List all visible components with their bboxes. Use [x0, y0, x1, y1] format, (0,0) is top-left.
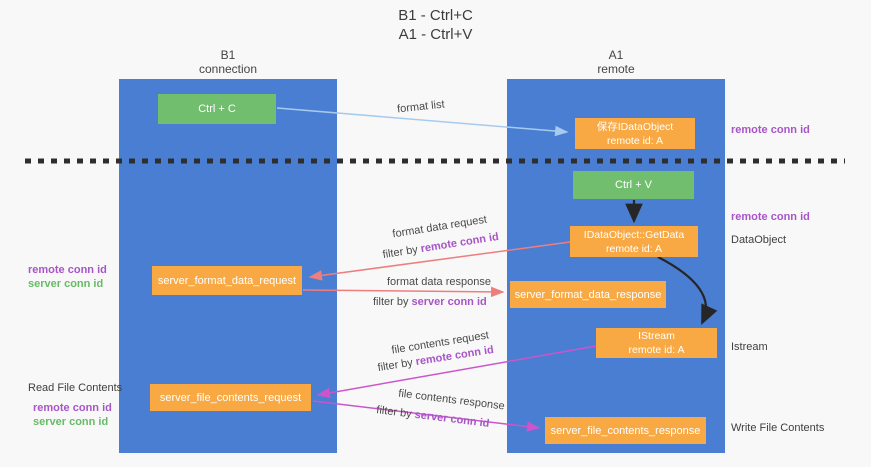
left-remote-conn-id-label-1: remote conn id [28, 264, 107, 276]
filter-by-text: filter by [376, 356, 414, 375]
column-b1-subtitle: connection [198, 62, 258, 76]
format-data-response-annotation: format data response [387, 276, 491, 288]
save-idataobject-line2: remote id: A [606, 134, 664, 147]
idataobject-getdata-box: IDataObject::GetData remote id: A [570, 226, 698, 257]
getdata-line1: IDataObject::GetData [583, 228, 685, 241]
server-conn-id-highlight: server conn id [411, 296, 487, 308]
write-file-contents-label: Write File Contents [731, 422, 825, 434]
column-b1-name: B1 [220, 48, 236, 62]
server-file-contents-request-box: server_file_contents_request [150, 384, 311, 411]
column-header-b1: B1 connection [119, 48, 337, 76]
save-idataobject-line1: 保存IDataObject [596, 120, 674, 133]
left-remote-conn-id-label-2: remote conn id [33, 402, 112, 414]
read-file-contents-label: Read File Contents [28, 382, 123, 394]
left-server-conn-id-label-2: server conn id [33, 416, 109, 428]
server-file-contents-response-box: server_file_contents_response [545, 417, 706, 444]
getdata-line2: remote id: A [605, 242, 663, 255]
server-format-data-request-box: server_format_data_request [152, 266, 302, 295]
server-conn-id-highlight: server conn id [413, 408, 491, 430]
title-line-a1: A1 - Ctrl+V [398, 26, 473, 43]
column-header-a1: A1 remote [507, 48, 725, 76]
save-idataobject-box: 保存IDataObject remote id: A [575, 118, 695, 149]
title-line-b1: B1 - Ctrl+C [398, 7, 473, 24]
right-remote-conn-id-label-2: remote conn id [731, 211, 810, 223]
column-a1-name: A1 [608, 48, 624, 62]
filter-by-text: filter by [381, 243, 419, 262]
filter-by-text: filter by [373, 296, 409, 308]
istream-box: IStream remote id: A [596, 328, 717, 358]
ctrl-v-action-box: Ctrl + V [573, 171, 694, 199]
diagram-title: B1 - Ctrl+C A1 - Ctrl+V [0, 6, 871, 44]
dataobject-label: DataObject [731, 234, 787, 246]
istream-line2: remote id: A [628, 344, 685, 356]
left-server-conn-id-label-1: server conn id [28, 278, 104, 290]
filter-by-text: filter by [375, 404, 413, 421]
filter-server-conn-annotation-1: filter by server conn id [373, 296, 487, 308]
istream-line1: IStream [638, 330, 675, 342]
istream-label: Istream [731, 341, 768, 353]
ctrl-c-action-box: Ctrl + C [158, 94, 276, 124]
server-format-data-response-box: server_format_data_response [510, 281, 666, 308]
remote-conn-id-highlight: remote conn id [419, 230, 500, 256]
column-a1-subtitle: remote [597, 62, 635, 76]
right-remote-conn-id-label-1: remote conn id [731, 124, 810, 136]
format-list-annotation: format list [396, 98, 446, 116]
